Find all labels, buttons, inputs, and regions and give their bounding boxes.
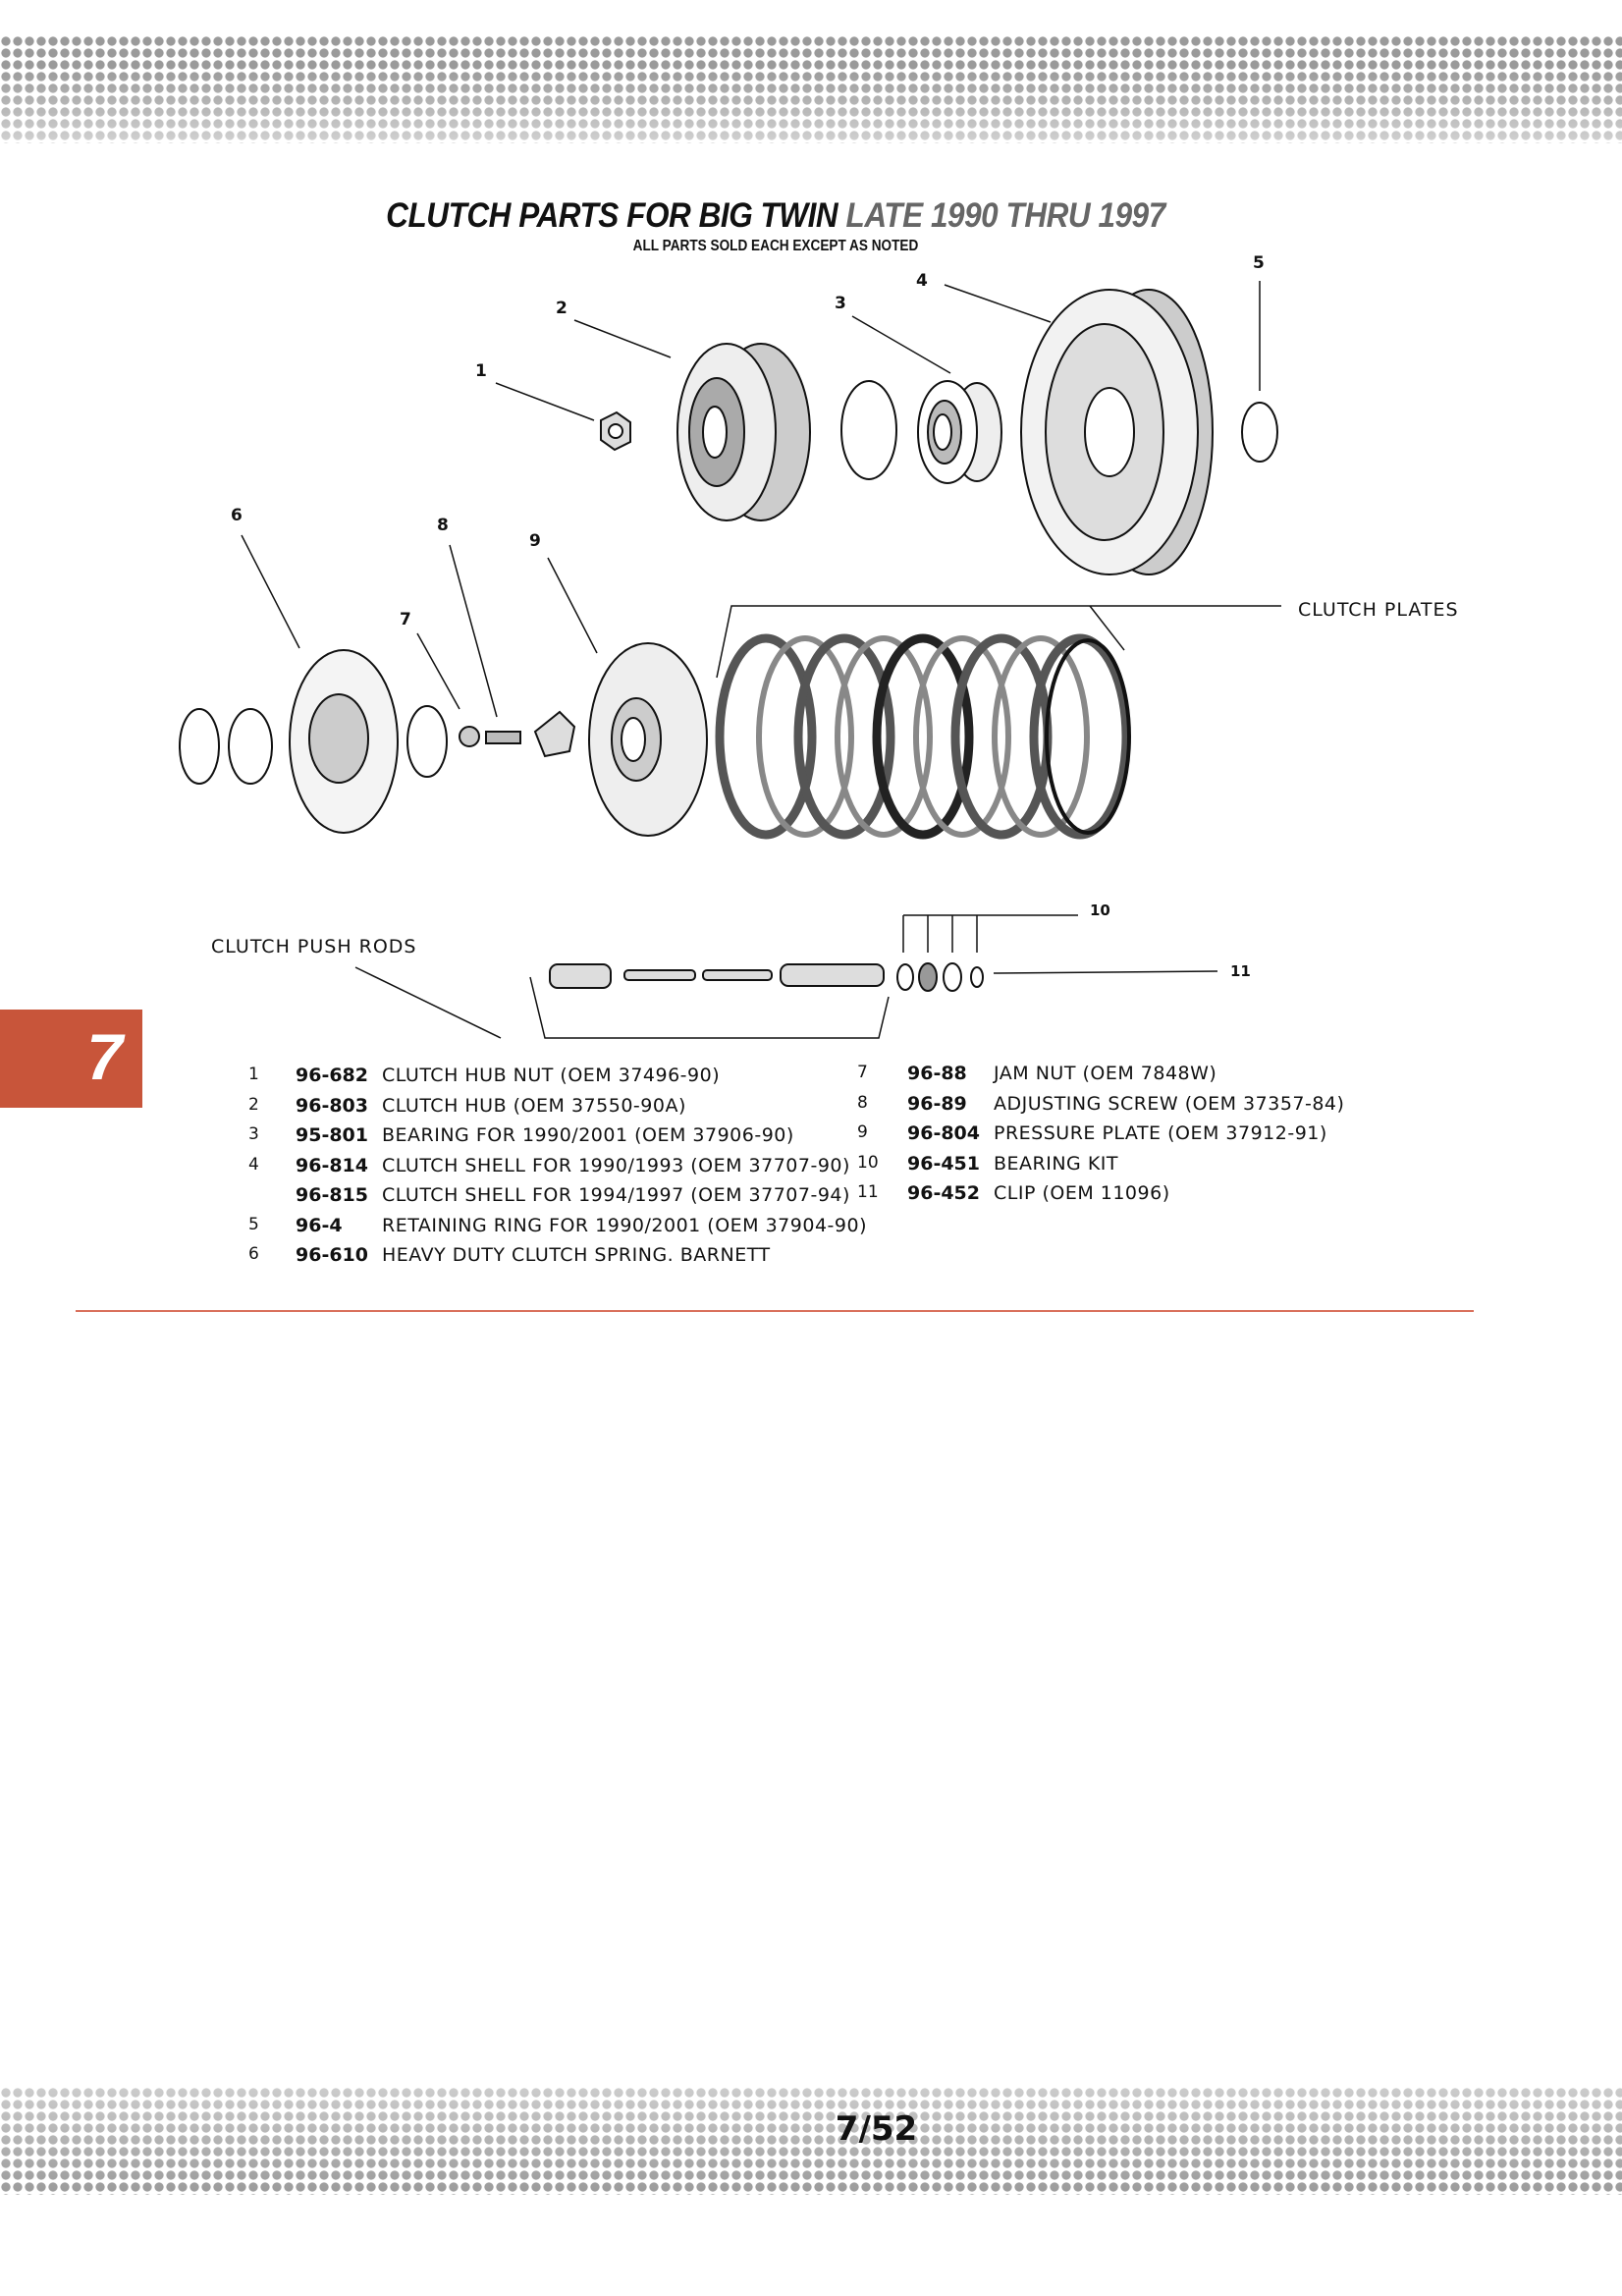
- clutch-plates-label: CLUTCH PLATES: [1298, 599, 1459, 621]
- callout-3: 3: [835, 294, 846, 313]
- bearing: [917, 380, 1002, 484]
- header-dot-pattern: [0, 35, 1622, 143]
- section-divider: [76, 1310, 1474, 1312]
- clip-ring: [1241, 402, 1278, 463]
- callout-5: 5: [1253, 253, 1265, 273]
- retaining-ring: [840, 380, 897, 480]
- callout-6: 6: [231, 506, 243, 525]
- clutch-shell: [1020, 289, 1214, 575]
- footer-dot-pattern: [0, 2087, 1622, 2195]
- ring: [228, 708, 273, 785]
- clutch-hub-nut: [600, 410, 631, 452]
- adjusting-screw: [485, 731, 521, 744]
- lock-plate: [533, 710, 576, 758]
- callout-1: 1: [475, 361, 487, 381]
- callout-7: 7: [400, 610, 411, 629]
- jam-nut: [459, 726, 480, 747]
- push-rods: [549, 963, 885, 989]
- callout-8: 8: [437, 516, 449, 535]
- section-tab: 7: [0, 1010, 142, 1108]
- callout-11: 11: [1230, 962, 1251, 980]
- exploded-parts-diagram: [179, 281, 1281, 1039]
- clutch-hub: [676, 343, 811, 521]
- clutch-plates-stack: [715, 633, 1131, 840]
- leader-lines: [241, 281, 1281, 1039]
- push-rods-label: CLUTCH PUSH RODS: [211, 936, 417, 957]
- pressure-plate: [588, 642, 708, 837]
- page-number: 7/52: [835, 2109, 918, 2149]
- callout-4: 4: [916, 271, 928, 291]
- ring: [179, 708, 220, 785]
- callout-9: 9: [529, 531, 541, 551]
- clutch-spring: [289, 649, 399, 834]
- callout-2: 2: [556, 299, 568, 318]
- ring: [406, 705, 448, 778]
- bearing-kit: [896, 962, 984, 992]
- page-subtitle: ALL PARTS SOLD EACH EXCEPT AS NOTED: [632, 238, 919, 254]
- callout-10: 10: [1090, 902, 1110, 919]
- page-title: CLUTCH PARTS FOR BIG TWIN LATE 1990 THRU…: [386, 196, 1165, 235]
